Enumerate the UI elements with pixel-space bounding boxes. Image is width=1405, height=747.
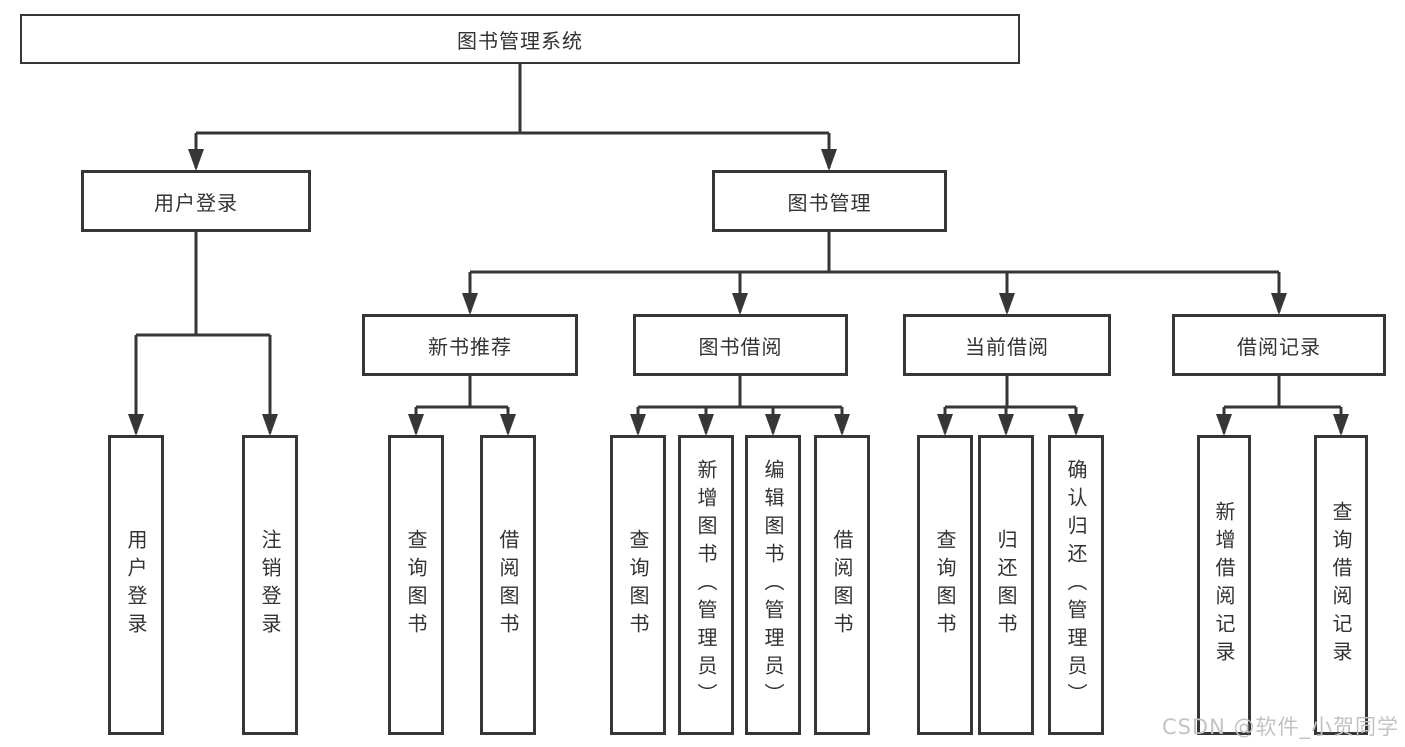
node-library-management-system: 图书管理系统 <box>20 14 1020 64</box>
leaf-edit-books-admin: 编辑图书（管理员） <box>745 435 801 735</box>
arrowheads <box>128 149 1349 436</box>
leaf-return-books: 归还图书 <box>978 435 1034 735</box>
leaf-query-books-current: 查询图书 <box>917 435 973 735</box>
leaf-query-books-borrow: 查询图书 <box>610 435 666 735</box>
leaf-borrow-books: 借阅图书 <box>814 435 870 735</box>
node-book-borrow: 图书借阅 <box>633 314 848 376</box>
node-user-login: 用户登录 <box>81 170 311 232</box>
leaf-logout: 注销登录 <box>242 435 298 735</box>
node-book-management: 图书管理 <box>712 170 947 232</box>
leaf-user-login: 用户登录 <box>108 435 164 735</box>
csdn-watermark: CSDN @软件_小贺同学 <box>1161 715 1399 739</box>
node-borrow-records: 借阅记录 <box>1172 314 1386 376</box>
leaf-query-borrow-record: 查询借阅记录 <box>1314 435 1368 735</box>
leaf-add-books-admin: 新增图书（管理员） <box>678 435 734 735</box>
leaf-confirm-return-admin: 确认归还（管理员） <box>1048 435 1104 735</box>
leaf-query-books-recommend: 查询图书 <box>388 435 444 735</box>
node-new-book-recommend: 新书推荐 <box>362 314 578 376</box>
leaf-add-borrow-record: 新增借阅记录 <box>1197 435 1251 735</box>
leaf-borrow-books-recommend: 借阅图书 <box>480 435 536 735</box>
node-current-borrow: 当前借阅 <box>903 314 1111 376</box>
